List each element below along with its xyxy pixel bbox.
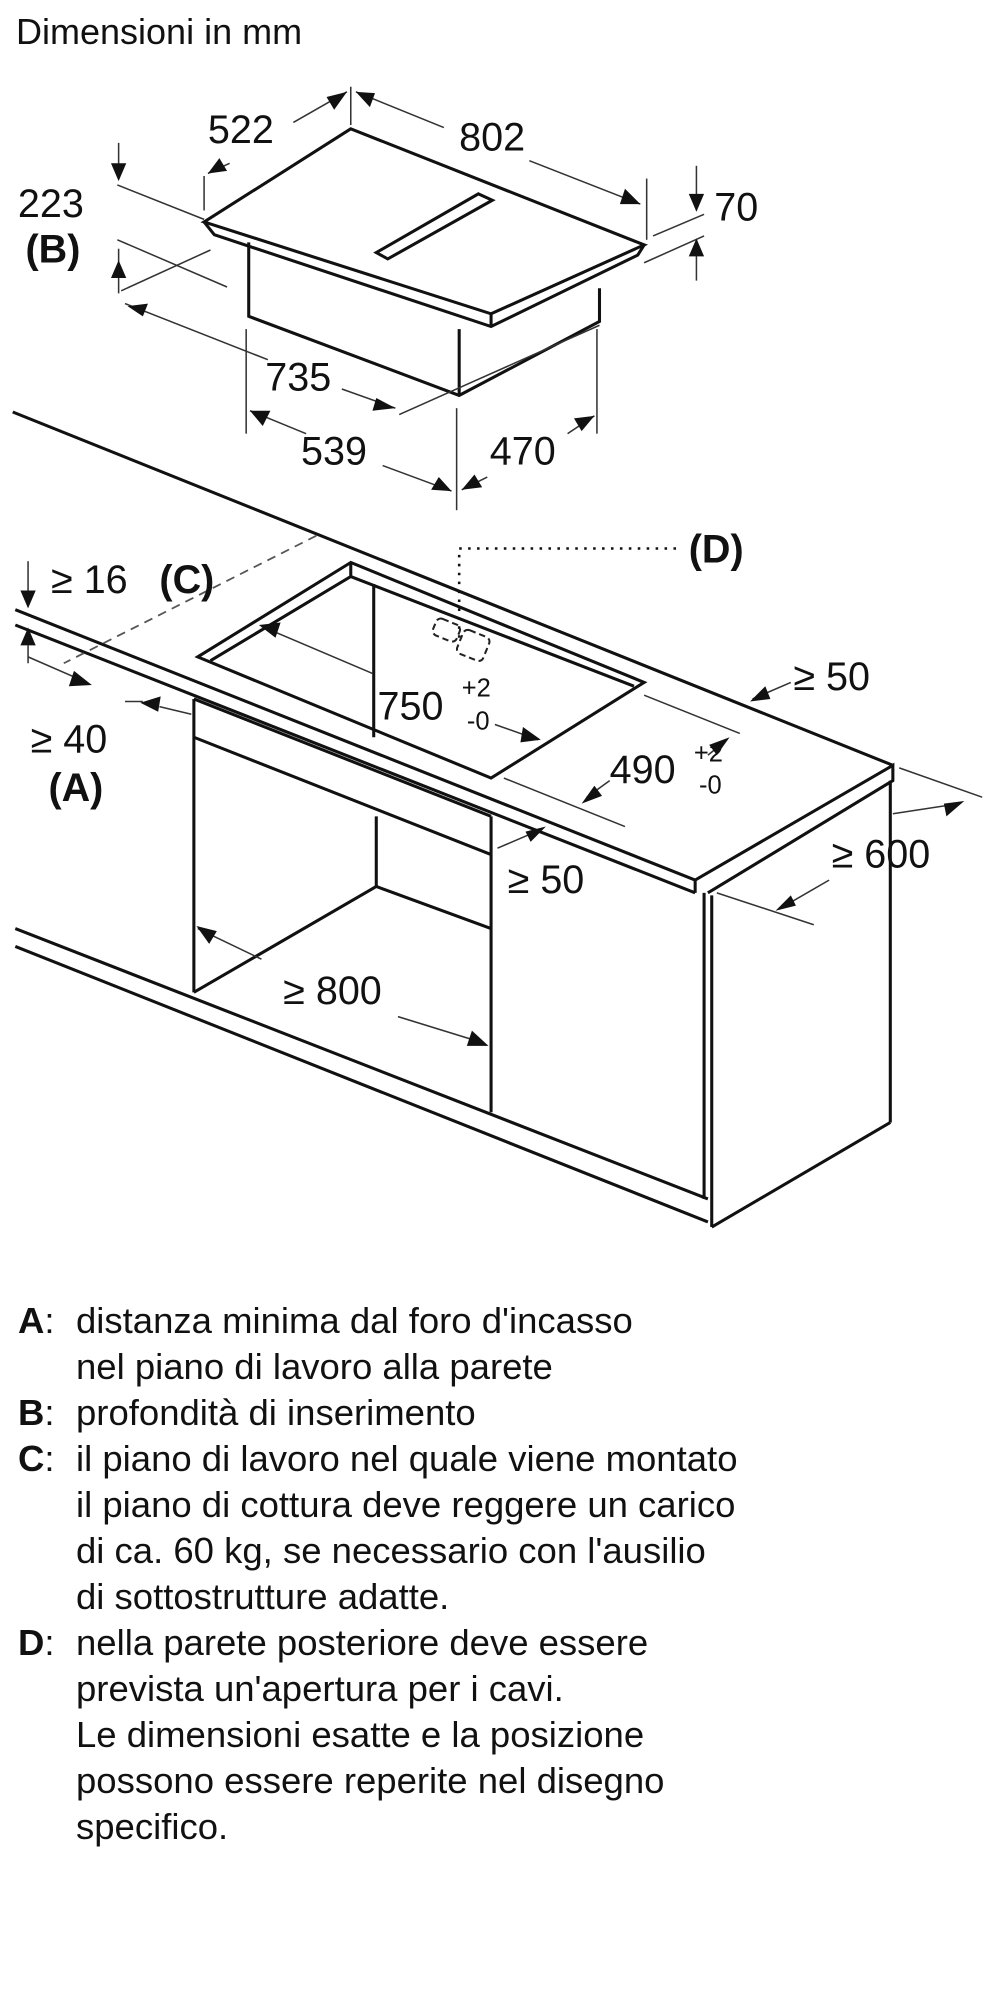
dim-min-back-margin: ≥ 50 (793, 655, 870, 699)
ref-a: (A) (48, 766, 103, 810)
worktop-drawing (12, 410, 895, 1229)
legend-item-b: B: profondità di inserimento (18, 1390, 978, 1436)
legend-key: A (18, 1300, 45, 1341)
legend-text: nella parete posteriore deve essere prev… (76, 1622, 665, 1847)
tol-cutout-width-plus: +2 (462, 674, 491, 702)
legend-key: D (18, 1622, 45, 1663)
dim-min-wall-distance: ≥ 40 (31, 718, 108, 762)
worktop-dimensions: ≥ 16 (C) ≥ 40 (A) 750 +2 -0 490 +2 -0 ≥ … (20, 528, 983, 1046)
legend-item-a: A: distanza minima dal foro d'incasso ne… (18, 1298, 978, 1390)
ref-b: (B) (26, 228, 81, 272)
legend-key: C (18, 1438, 45, 1479)
legend-item-c: C: il piano di lavoro nel quale viene mo… (18, 1436, 978, 1620)
page-title: Dimensioni in mm (16, 11, 303, 52)
legend-text: profondità di inserimento (76, 1392, 476, 1433)
dim-hob-depth: 522 (208, 108, 274, 152)
tol-cutout-width-minus: -0 (467, 708, 490, 736)
legend: A: distanza minima dal foro d'incasso ne… (18, 1298, 978, 1850)
legend-text: distanza minima dal foro d'incasso nel p… (76, 1300, 633, 1387)
dim-glass-thickness: 70 (714, 186, 758, 230)
dim-min-thickness: ≥ 16 (51, 558, 128, 602)
dim-min-front-margin: ≥ 50 (508, 858, 585, 902)
ref-d: (D) (689, 528, 744, 572)
dim-body-width: 735 (265, 355, 331, 399)
legend-item-d: D: nella parete posteriore deve essere p… (18, 1620, 978, 1850)
dim-body-depth-left: 539 (301, 429, 367, 473)
dim-cutout-depth: 490 (610, 748, 676, 792)
hob-dimensions: 522 802 70 223 (B) 735 (18, 86, 758, 511)
dim-body-depth-right: 470 (490, 429, 556, 473)
tol-cutout-depth-minus: -0 (699, 771, 722, 799)
hob-drawing (200, 127, 649, 398)
legend-key: B (18, 1392, 45, 1433)
tol-cutout-depth-plus: +2 (694, 739, 723, 767)
dim-insertion-depth: 223 (18, 182, 84, 226)
dim-min-worktop-depth: ≥ 600 (832, 832, 931, 876)
ref-c: (C) (159, 558, 214, 602)
legend-text: il piano di lavoro nel quale viene monta… (76, 1438, 738, 1617)
dim-min-cabinet-width: ≥ 800 (283, 969, 382, 1013)
dim-cutout-width: 750 (378, 684, 444, 728)
dim-hob-width: 802 (459, 116, 525, 160)
